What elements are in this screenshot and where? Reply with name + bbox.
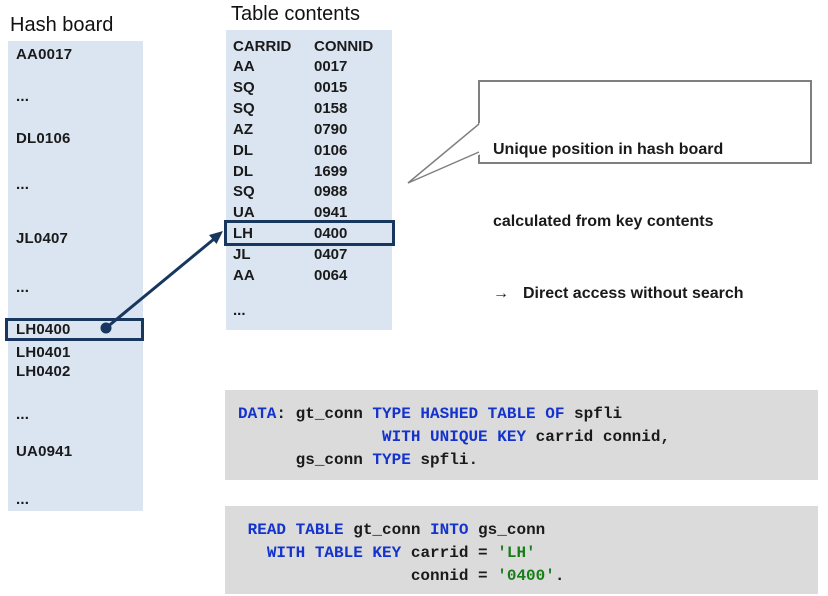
code-token: connid = bbox=[238, 567, 498, 585]
callout-line-2: calculated from key contents bbox=[493, 213, 714, 230]
code-token: : gt_conn bbox=[276, 405, 373, 423]
callout-line-1: Unique position in hash board bbox=[493, 141, 724, 158]
cell-carrid: JL bbox=[233, 246, 251, 264]
callout-box: Unique position in hash board calculated… bbox=[478, 80, 812, 302]
hash-board-ellipsis: ... bbox=[16, 88, 30, 105]
code-token bbox=[238, 428, 382, 446]
code-token: gt_conn bbox=[343, 521, 431, 539]
highlight-box-hash-lh0400 bbox=[5, 318, 144, 341]
hash-board-entry: UA0941 bbox=[16, 443, 73, 460]
cell-carrid: DL bbox=[233, 162, 253, 180]
table-row: LH 0400 bbox=[226, 224, 392, 245]
code-token: carrid connid, bbox=[526, 428, 671, 446]
code-token: carrid = bbox=[401, 544, 498, 562]
code-token: gs_conn bbox=[468, 521, 546, 539]
column-header-carrid: CARRID bbox=[233, 38, 292, 55]
hash-board-ellipsis: ... bbox=[16, 279, 30, 296]
cell-connid: 0106 bbox=[314, 141, 348, 159]
code-token: TYPE bbox=[372, 451, 411, 469]
hash-board-ellipsis: ... bbox=[16, 491, 30, 508]
table-row: SQ 0015 bbox=[226, 78, 392, 99]
cell-carrid: DL bbox=[233, 141, 253, 159]
code-block-read: READ TABLE gt_conn INTO gs_conn WITH TAB… bbox=[225, 506, 818, 594]
table-row: AA 0017 bbox=[226, 57, 392, 78]
cell-connid: 0400 bbox=[314, 225, 348, 243]
hash-board-entry: AA0017 bbox=[16, 46, 73, 63]
code-token: '0400' bbox=[497, 567, 555, 585]
cell-carrid: LH bbox=[233, 225, 253, 243]
table-row: JL 0407 bbox=[226, 245, 392, 266]
code-line: DATA: gt_conn TYPE HASHED TABLE OF spfli bbox=[238, 403, 818, 426]
cell-carrid: ... bbox=[233, 301, 246, 319]
code-token: . bbox=[554, 567, 565, 585]
hash-board-entry: LH0402 bbox=[16, 363, 71, 380]
code-line: WITH UNIQUE KEY carrid connid, bbox=[238, 426, 818, 449]
cell-connid: 0407 bbox=[314, 246, 348, 264]
cell-connid: 0158 bbox=[314, 99, 348, 117]
code-token: gs_conn bbox=[238, 451, 373, 469]
code-token: spfli bbox=[564, 405, 623, 423]
table-row: DL 0106 bbox=[226, 141, 392, 162]
code-block-declaration: DATA: gt_conn TYPE HASHED TABLE OF spfli… bbox=[225, 390, 818, 480]
cell-carrid: SQ bbox=[233, 78, 255, 96]
code-line: connid = '0400'. bbox=[238, 565, 818, 588]
cell-connid: 0064 bbox=[314, 267, 348, 285]
table-row: AZ 0790 bbox=[226, 120, 392, 141]
hash-board-entry: JL0407 bbox=[16, 230, 69, 247]
table-header-row: CARRID CONNID bbox=[226, 30, 392, 57]
right-arrow-icon: → bbox=[493, 285, 509, 302]
cell-carrid: SQ bbox=[233, 99, 255, 117]
cell-connid: 1699 bbox=[314, 162, 348, 180]
table-row: DL 1699 bbox=[226, 162, 392, 183]
hash-board-entry: LH0401 bbox=[16, 344, 71, 361]
callout-tail-upper-edge bbox=[407, 123, 480, 184]
cell-carrid: AZ bbox=[233, 120, 253, 138]
cell-connid: 0017 bbox=[314, 58, 348, 75]
table-row: SQ 0158 bbox=[226, 99, 392, 120]
code-token bbox=[238, 544, 267, 562]
code-token: INTO bbox=[430, 521, 469, 539]
code-line: WITH TABLE KEY carrid = 'LH' bbox=[238, 542, 818, 565]
code-token: WITH UNIQUE KEY bbox=[382, 428, 527, 446]
pointer-arrowhead-icon bbox=[209, 231, 223, 244]
table-row: AA 0064 bbox=[226, 266, 392, 287]
cell-connid: 0790 bbox=[314, 120, 348, 138]
callout-line-3: → Direct access without search bbox=[493, 282, 810, 306]
highlight-box-table-lh0400 bbox=[224, 220, 395, 246]
table-row: SQ 0988 bbox=[226, 182, 392, 203]
code-token: WITH TABLE KEY bbox=[266, 544, 402, 562]
code-token: DATA bbox=[238, 405, 277, 423]
cell-carrid: AA bbox=[233, 267, 255, 285]
cell-carrid: UA bbox=[233, 204, 255, 222]
code-line: READ TABLE gt_conn INTO gs_conn bbox=[238, 519, 818, 542]
table-row: UA 0941 bbox=[226, 203, 392, 224]
column-header-connid: CONNID bbox=[314, 38, 374, 55]
code-token: 'LH' bbox=[497, 544, 536, 562]
code-token: TYPE HASHED TABLE OF bbox=[372, 405, 565, 423]
code-token: READ TABLE bbox=[247, 521, 344, 539]
cell-carrid: SQ bbox=[233, 183, 255, 201]
callout-tail-lower-edge bbox=[407, 151, 480, 184]
cell-connid: 0015 bbox=[314, 78, 348, 96]
cell-carrid: AA bbox=[233, 58, 255, 75]
hash-board-ellipsis: ... bbox=[16, 406, 30, 423]
cell-connid: 0988 bbox=[314, 183, 348, 201]
hash-board-entry: LH0400 bbox=[16, 321, 71, 338]
callout-line-3-text: Direct access without search bbox=[523, 285, 744, 302]
hash-board-entry: DL0106 bbox=[16, 130, 71, 147]
table-ellipsis-row: ... bbox=[226, 301, 392, 322]
code-token bbox=[238, 521, 248, 539]
cell-connid: 0941 bbox=[314, 204, 348, 222]
table-contents-title: Table contents bbox=[231, 3, 360, 25]
callout-tail bbox=[408, 122, 481, 184]
hash-board-ellipsis: ... bbox=[16, 176, 30, 193]
hash-board-title: Hash board bbox=[10, 14, 114, 36]
code-line: gs_conn TYPE spfli. bbox=[238, 449, 818, 472]
code-token: spfli. bbox=[410, 451, 479, 469]
